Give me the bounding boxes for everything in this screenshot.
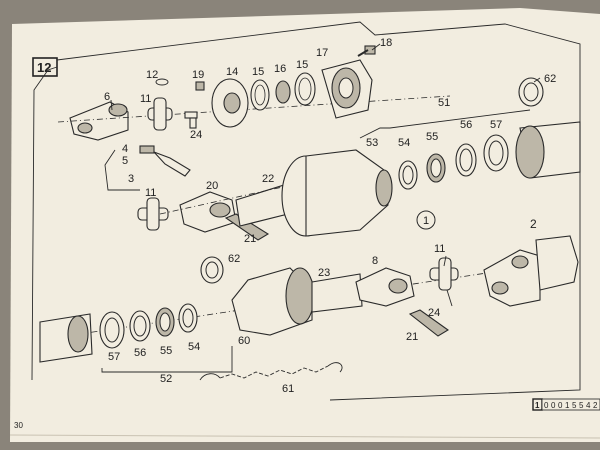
circlip-12 — [155, 78, 169, 86]
callout-11-lower: 11 — [434, 243, 445, 255]
callout-54-lower: 54 — [188, 341, 200, 353]
callout-11-upper: 11 — [140, 93, 151, 105]
yoke-6 — [69, 101, 129, 141]
callout-5: 5 — [122, 155, 128, 167]
hub-14 — [211, 78, 249, 128]
callout-24-upper: 24 — [190, 129, 202, 141]
shield-53 — [281, 149, 393, 237]
callout-53: 53 — [366, 137, 378, 149]
chain-61 — [199, 362, 343, 381]
bracket-3 — [104, 149, 140, 191]
callout-60: 60 — [238, 335, 250, 347]
page-edge — [9, 434, 600, 439]
callout-19: 19 — [192, 69, 204, 81]
callout-55-lower: 55 — [160, 345, 172, 357]
callout-16: 16 — [274, 63, 286, 75]
callout-54-upper: 54 — [398, 137, 410, 149]
code-box-0: 1 — [535, 401, 540, 410]
callout-21-middle: 21 — [244, 233, 256, 245]
callout-2: 2 — [530, 217, 537, 231]
code-box-6: 5 — [579, 401, 584, 410]
callout-24-lower: 24 — [428, 307, 440, 319]
bolts-24 — [184, 111, 198, 129]
pin-21-lower — [408, 309, 450, 337]
circled-marker — [416, 210, 436, 230]
cross-11-lower — [429, 257, 459, 291]
callout-21-lower: 21 — [406, 331, 418, 343]
cross-11-upper — [147, 97, 173, 131]
tube-23 — [311, 273, 363, 313]
callout-55-upper: 55 — [426, 131, 438, 143]
pin-21-middle — [224, 213, 270, 241]
frame-top — [56, 21, 581, 401]
cross-11-middle — [137, 197, 169, 231]
callout-23: 23 — [318, 267, 330, 279]
shield-51 — [515, 121, 581, 179]
callout-52: 52 — [160, 373, 172, 385]
part-code-boxes: 1 0 0 0 1 5 5 4 2 — [532, 398, 600, 411]
frame-left — [31, 66, 58, 381]
circled-marker-label: 1 — [423, 215, 429, 227]
code-box-7: 4 — [586, 401, 591, 410]
callout-3: 3 — [128, 173, 134, 185]
callout-22: 22 — [262, 173, 274, 185]
callout-20: 20 — [206, 180, 218, 192]
code-box-1: 0 — [544, 401, 549, 410]
pin-4-spring-5 — [139, 145, 191, 177]
section-number: 12 — [37, 60, 51, 75]
callout-57-lower: 57 — [108, 351, 120, 363]
code-box-8: 2 — [593, 401, 598, 410]
yoke-8 — [355, 267, 415, 307]
code-box-2: 0 — [551, 401, 556, 410]
code-box-5: 5 — [572, 401, 577, 410]
yoke-20 — [179, 191, 237, 233]
page-number: 30 — [14, 421, 23, 430]
callout-14: 14 — [226, 66, 238, 78]
flange-17 — [321, 59, 373, 119]
bracket-52 — [101, 346, 233, 373]
callout-15a: 15 — [252, 66, 264, 78]
callout-57-upper: 57 — [490, 119, 502, 131]
callout-4: 4 — [122, 143, 128, 155]
callout-6: 6 — [104, 91, 110, 103]
callout-18: 18 — [380, 37, 392, 49]
grease-nipple-19 — [195, 81, 205, 91]
callout-62-lower: 62 — [228, 253, 240, 265]
bolt-18 — [357, 45, 376, 57]
axis-upper — [57, 95, 451, 123]
callout-61: 61 — [282, 383, 294, 395]
yoke-2 — [483, 235, 579, 307]
callout-17: 17 — [316, 47, 328, 59]
bracket-51 — [359, 109, 531, 139]
callout-12: 12 — [146, 69, 158, 81]
leader-lines — [110, 43, 541, 307]
code-box-3: 0 — [558, 401, 563, 410]
callout-11-middle: 11 — [145, 187, 156, 199]
shield-60 — [231, 267, 315, 336]
ring-16 — [275, 80, 291, 104]
callout-15b: 15 — [296, 59, 308, 71]
callout-56-upper: 56 — [460, 119, 472, 131]
code-box-4: 1 — [565, 401, 570, 410]
callout-51: 51 — [438, 97, 450, 109]
callout-8: 8 — [372, 255, 378, 267]
callout-62-upper: 62 — [544, 73, 556, 85]
callout-56-lower: 56 — [134, 347, 146, 359]
